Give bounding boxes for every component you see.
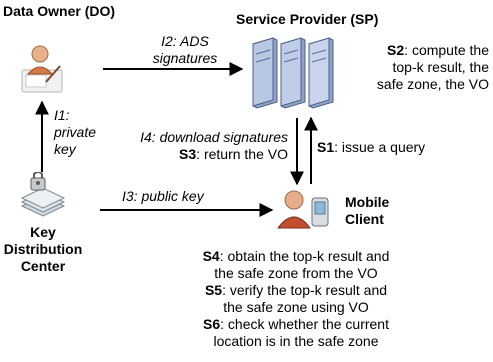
step-s2-line1: : compute the (404, 42, 489, 58)
edge-i1-line3: key (54, 141, 76, 157)
data-owner-icon (21, 45, 63, 93)
kdc-line2: Distribution (3, 241, 83, 257)
step-s6-line2: location is in the safe zone (213, 333, 379, 349)
edge-s3-id: S3 (179, 146, 197, 162)
kdc-icon (20, 172, 66, 217)
edge-i4-text: I4: download signatures (140, 129, 288, 145)
edge-i2-label: I2: ADS signatures (135, 33, 235, 67)
step-s2-id: S2 (387, 42, 405, 58)
kdc-label: Key Distribution Center (0, 224, 86, 275)
step-s2-line3: safe zone, the VO (376, 76, 489, 92)
mobile-client-line1: Mobile (345, 194, 390, 210)
server-icon (252, 37, 334, 109)
step-s5-line1: : verify the top-k result and (222, 282, 388, 298)
mobile-client-line2: Client (345, 211, 384, 227)
edge-s1-text: : issue a query (334, 139, 426, 155)
edge-i2-line2: signatures (152, 50, 218, 66)
edge-i3-label: I3: public key (122, 188, 204, 204)
server-unit (252, 37, 278, 109)
client-steps: S4: obtain the top-k result and the safe… (176, 248, 416, 350)
step-s4-line2: the safe zone from the VO (214, 265, 378, 281)
service-provider-title: Service Provider (SP) (236, 11, 379, 27)
step-s6-id: S6 (203, 316, 221, 332)
edge-i1-line2: private (54, 124, 97, 140)
edge-s1-label: S1: issue a query (317, 139, 425, 156)
step-s2-line2: top-k result, the (392, 59, 490, 75)
data-owner-title: Data Owner (DO) (3, 3, 116, 19)
kdc-line1: Key (30, 224, 56, 240)
step-s2: S2: compute the top-k result, the safe z… (340, 42, 489, 93)
mobile-client-icon (277, 190, 329, 229)
edge-i4-s3-label: I4: download signatures S3: return the V… (100, 129, 288, 163)
edge-i1-label: I1: private key (54, 107, 96, 158)
kdc-line3: Center (20, 258, 66, 274)
edge-i2-line1: I2: ADS (161, 33, 209, 49)
edge-s3-text: : return the VO (196, 146, 288, 162)
step-s5-line2: the safe zone using VO (223, 299, 369, 315)
edge-s1-id: S1 (317, 139, 335, 155)
mobile-client-label: Mobile Client (345, 194, 389, 228)
step-s4-line1: : obtain the top-k result and (219, 248, 390, 264)
step-s6-line1: : check whether the current (220, 316, 389, 332)
step-s4-id: S4 (202, 248, 220, 264)
edge-i1-line1: I1: (54, 107, 70, 123)
step-s5-id: S5 (204, 282, 223, 298)
